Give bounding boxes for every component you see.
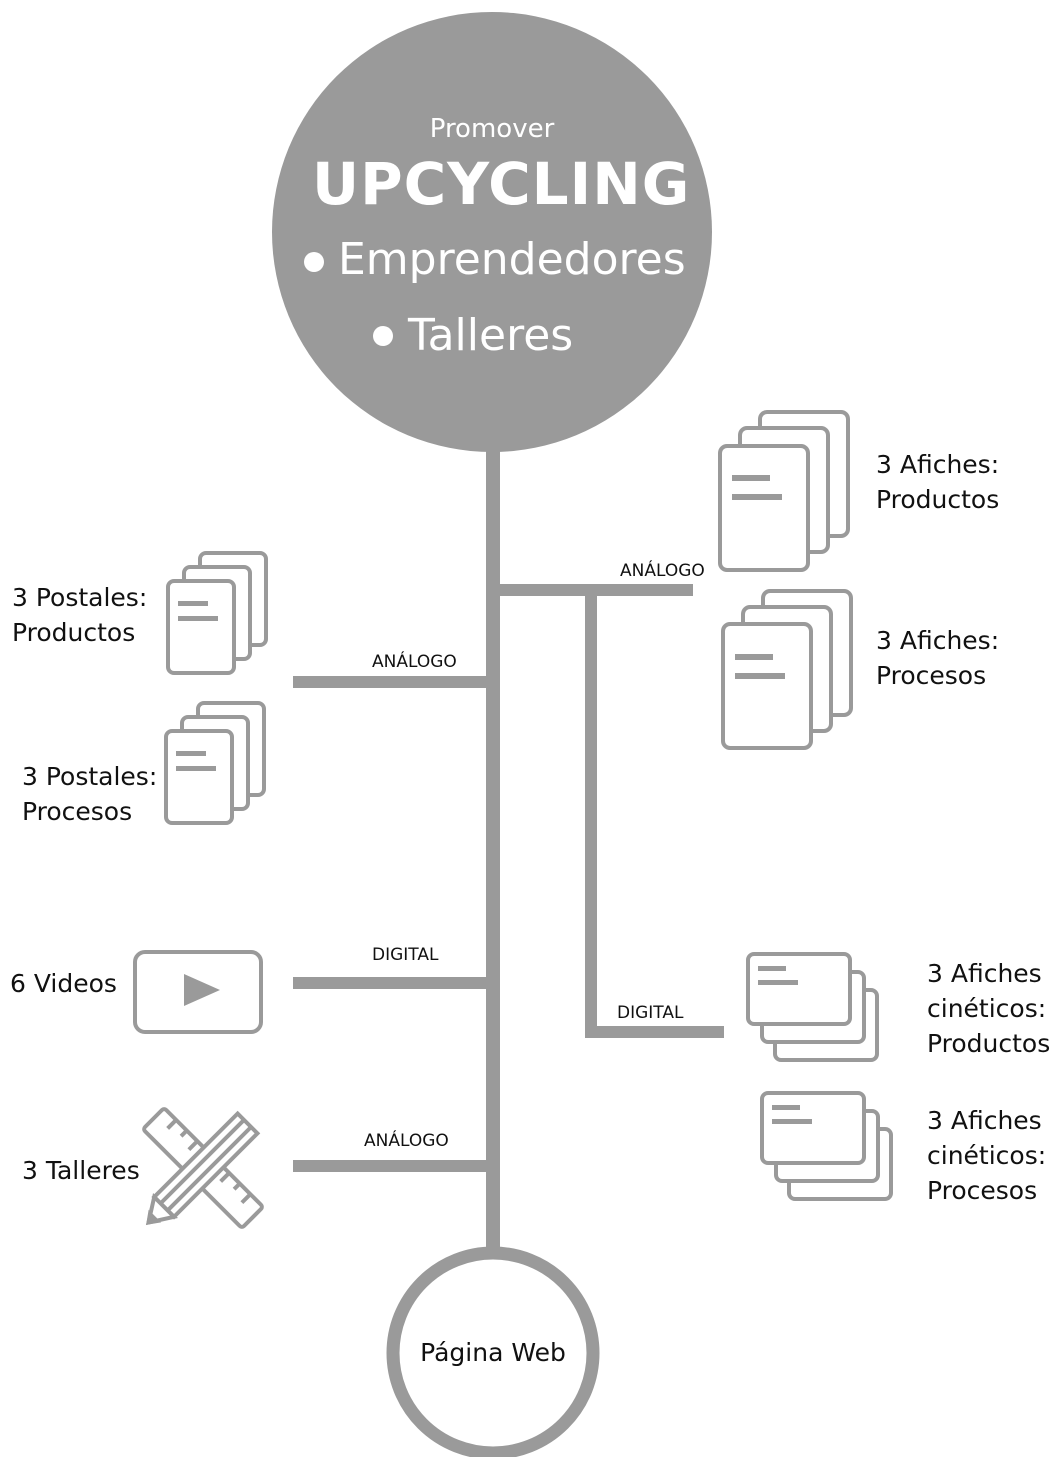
- tag-right-digital: DIGITAL: [617, 1003, 684, 1023]
- portrait-document-stack-icon: [721, 589, 853, 750]
- landscape-document-stack-icon: [760, 1091, 893, 1201]
- hub-circle: [272, 12, 712, 452]
- portrait-document-stack-icon: [164, 701, 266, 825]
- label-line: 3 Postales:: [12, 583, 148, 612]
- bullet-dot-2: [373, 326, 393, 346]
- label-line: 3 Afiches: [927, 1106, 1042, 1135]
- label-line: 3 Talleres: [22, 1156, 140, 1185]
- landscape-document-stack-icon: [746, 952, 879, 1062]
- label-line: 3 Afiches:: [876, 626, 1000, 655]
- label-line: 6 Videos: [10, 969, 117, 998]
- tag-left-digital: DIGITAL: [372, 945, 439, 965]
- label-line: 3 Afiches:: [876, 450, 1000, 479]
- label-line: Productos: [876, 485, 1000, 514]
- tag-left-analog-top: ANÁLOGO: [372, 652, 457, 672]
- label-line: 3 Afiches: [927, 959, 1042, 988]
- label-line: cinéticos:: [927, 994, 1047, 1023]
- tag-left-analog-bottom: ANÁLOGO: [364, 1131, 449, 1151]
- label-line: Procesos: [22, 797, 133, 826]
- pencil-ruler-icon: [142, 1107, 264, 1229]
- web-page-label: Página Web: [420, 1338, 566, 1367]
- video-play-icon: [133, 950, 263, 1034]
- hub-kicker: Promover: [429, 114, 555, 144]
- label-afiches-cineticos-productos: 3 Afiches cinéticos: Productos: [927, 956, 1050, 1061]
- label-postales-procesos: 3 Postales: Procesos: [22, 759, 157, 829]
- label-afiches-procesos: 3 Afiches: Procesos: [876, 623, 999, 693]
- label-postales-productos: 3 Postales: Productos: [12, 580, 147, 650]
- label-videos: 6 Videos: [10, 966, 117, 1001]
- portrait-document-stack-icon: [718, 410, 850, 572]
- web-page-circle: [386, 1246, 600, 1457]
- label-line: 3 Postales:: [22, 762, 158, 791]
- label-line: Procesos: [927, 1176, 1038, 1205]
- label-afiches-cineticos-procesos: 3 Afiches cinéticos: Procesos: [927, 1103, 1046, 1208]
- bullet-dot-1: [304, 252, 324, 272]
- hub-bullet-2: Talleres: [408, 310, 574, 361]
- label-line: Productos: [927, 1029, 1051, 1058]
- hub-bullet-1: Emprendedores: [338, 234, 686, 285]
- portrait-document-stack-icon: [166, 551, 268, 675]
- label-talleres: 3 Talleres: [22, 1153, 140, 1188]
- label-line: Procesos: [876, 661, 987, 690]
- tag-right-analog: ANÁLOGO: [620, 561, 705, 581]
- label-afiches-productos: 3 Afiches: Productos: [876, 447, 999, 517]
- hub-title: UPCYCLING: [312, 150, 691, 218]
- label-line: Productos: [12, 618, 136, 647]
- label-line: cinéticos:: [927, 1141, 1047, 1170]
